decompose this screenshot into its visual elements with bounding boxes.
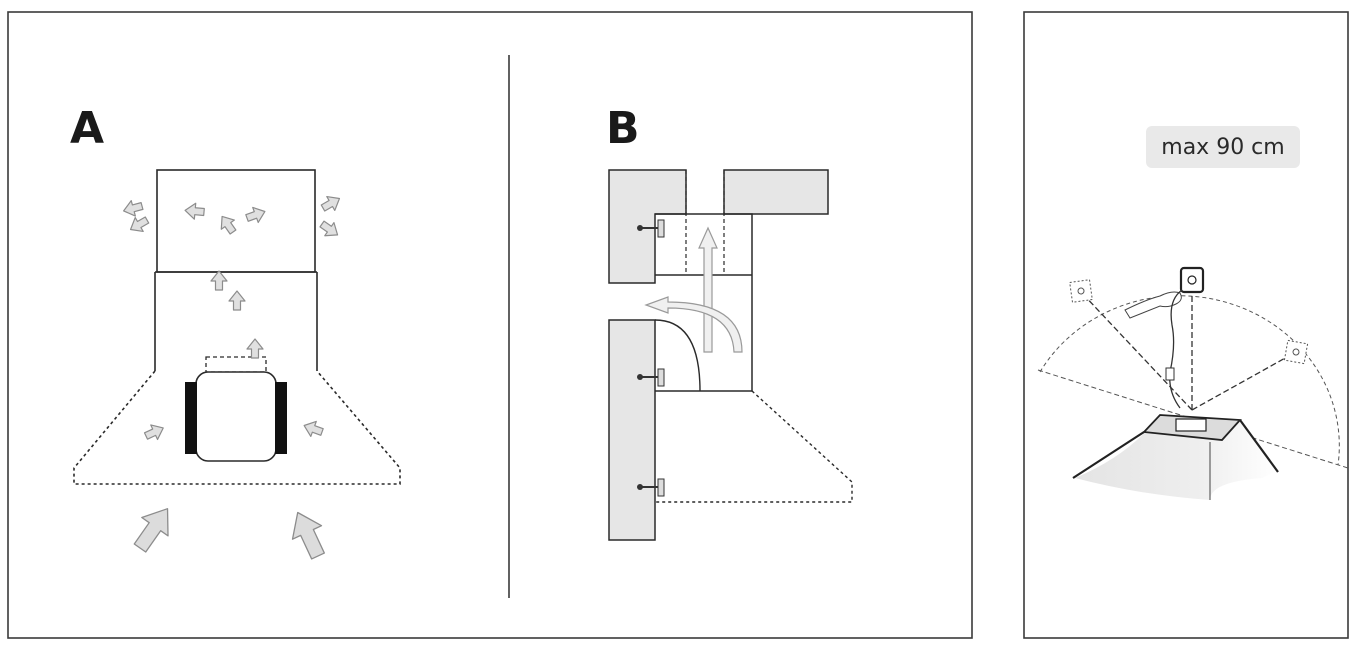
airflow-arrow bbox=[243, 203, 269, 227]
airflow-arrow bbox=[316, 216, 343, 243]
side-frame bbox=[1023, 11, 1349, 639]
panel-a-label: A bbox=[70, 103, 105, 154]
hood-a-chimney-lower bbox=[154, 271, 318, 371]
ceiling-slab-left bbox=[608, 169, 687, 284]
airflow-arrow bbox=[214, 211, 241, 238]
airflow-arrow bbox=[210, 270, 228, 291]
airflow-arrow bbox=[120, 197, 145, 220]
airflow-arrow bbox=[300, 417, 326, 441]
hood-b-canopy bbox=[655, 390, 853, 503]
ceiling-slab-right bbox=[723, 169, 829, 215]
reach-ray-right bbox=[1191, 351, 1297, 411]
intake-arrow-left bbox=[126, 498, 182, 558]
panel-b-hood bbox=[608, 169, 853, 541]
reach-ray-left bbox=[1080, 291, 1193, 411]
hand-icon bbox=[1124, 291, 1182, 319]
airflow-arrow bbox=[142, 420, 168, 444]
side-installation bbox=[1037, 266, 1349, 500]
wall-bracket bbox=[637, 478, 665, 497]
socket-center bbox=[1179, 266, 1205, 294]
reach-arc bbox=[1039, 295, 1340, 466]
hood-shading bbox=[1075, 415, 1278, 500]
hood-edge-left bbox=[1072, 431, 1145, 479]
airflow-arrow bbox=[318, 190, 345, 216]
panel-a-hood bbox=[73, 169, 401, 485]
panel-b-airflow bbox=[644, 226, 743, 353]
panel-b-label: B bbox=[606, 103, 640, 154]
intake-arrow-right bbox=[282, 505, 334, 564]
socket-left bbox=[1069, 279, 1093, 303]
exhaust-arrow-up bbox=[698, 226, 718, 353]
airflow-arrow bbox=[228, 290, 246, 311]
curved-duct bbox=[654, 319, 701, 392]
socket-right bbox=[1283, 339, 1309, 365]
power-cable bbox=[1169, 289, 1183, 409]
hood-a-chimney-upper bbox=[156, 169, 316, 273]
motor-outlet bbox=[205, 356, 267, 373]
motor-bar-right bbox=[275, 382, 287, 454]
airflow-arrow bbox=[183, 201, 206, 221]
recirculation-arrow bbox=[644, 296, 743, 353]
motor-housing bbox=[195, 371, 277, 462]
main-frame bbox=[7, 11, 973, 639]
airflow-arrow bbox=[246, 338, 264, 359]
wall-bracket bbox=[637, 368, 665, 387]
back-wall bbox=[608, 319, 656, 541]
motor-bar-left bbox=[185, 382, 197, 454]
wall-bracket bbox=[637, 219, 665, 238]
hood-a-canopy bbox=[73, 370, 401, 485]
airflow-arrow bbox=[125, 212, 152, 238]
hood-top-opening bbox=[1175, 418, 1207, 432]
hood-edge-right bbox=[1239, 419, 1279, 473]
max-height-badge: max 90 cm bbox=[1146, 126, 1300, 168]
cable-plug bbox=[1165, 367, 1175, 381]
